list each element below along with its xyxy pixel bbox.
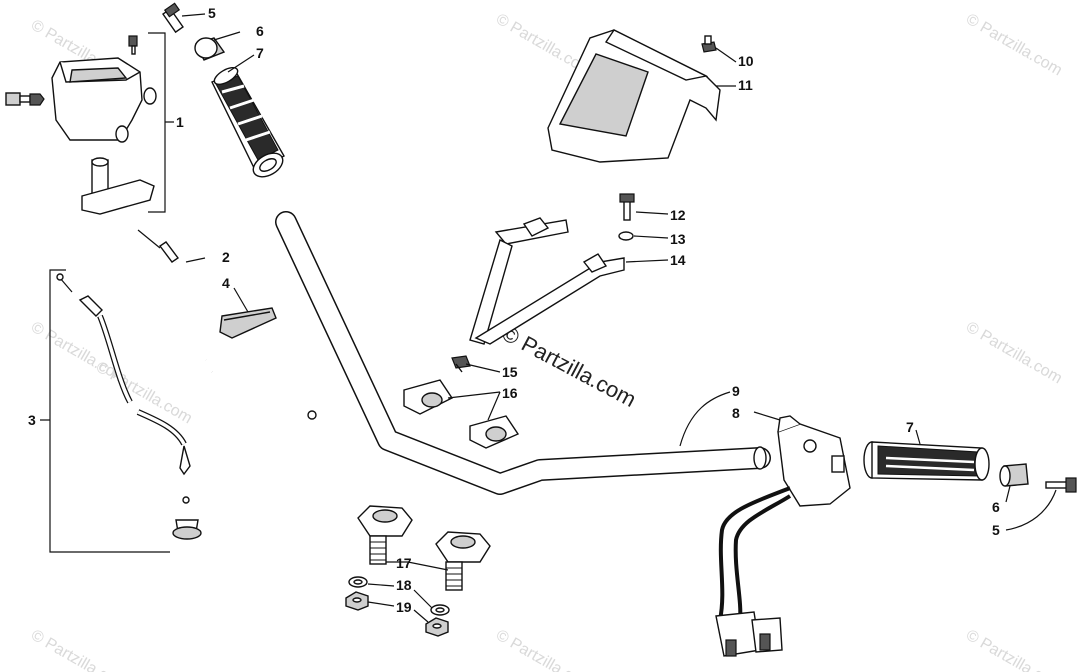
upper-clamp-part [403, 379, 520, 449]
end-screw-right [1045, 477, 1077, 493]
hand-grip-top [211, 66, 285, 178]
leader-6a [213, 31, 241, 41]
label-3: 3 [28, 412, 36, 428]
leader-15 [465, 363, 501, 373]
label-1: 1 [176, 114, 184, 130]
retainer-part [451, 355, 471, 373]
brake-cable-part [56, 273, 202, 540]
bracket-3 [40, 269, 170, 553]
label-11: 11 [738, 77, 753, 93]
washer-part [348, 576, 450, 616]
nut-part [345, 591, 449, 637]
end-screw-top [162, 2, 184, 34]
label-7a: 7 [256, 45, 264, 61]
label-6b: 6 [992, 499, 1000, 515]
label-19: 19 [396, 599, 412, 615]
watermark-mid-right: © Partzilla.com [963, 319, 1065, 388]
label-9: 9 [732, 383, 740, 399]
leader-8 [753, 411, 781, 421]
leader-13 [633, 235, 669, 239]
leader-7a [227, 54, 255, 73]
bracket-1 [148, 32, 174, 213]
leader-4 [233, 287, 249, 313]
leader-5a [181, 13, 206, 17]
leader-14 [625, 259, 669, 263]
handlebar-pod-part [547, 29, 721, 163]
leader-6b [1005, 485, 1011, 503]
leader-7b [915, 429, 921, 445]
label-16: 16 [502, 385, 518, 401]
label-6a: 6 [256, 23, 264, 39]
leader-10 [715, 47, 737, 63]
leader-18 [367, 583, 433, 609]
bar-end-cap-top [194, 37, 226, 61]
watermark-center: © Partzilla.com [498, 320, 641, 412]
bar-end-cap-right [999, 463, 1029, 487]
watermark-group: © Partzilla.com © Partzilla.com © Partzi… [28, 11, 1065, 672]
label-10: 10 [738, 53, 754, 69]
throttle-cable-part [137, 229, 317, 420]
label-12: 12 [670, 207, 686, 223]
watermark-bottom-right: © Partzilla.com [963, 627, 1065, 672]
label-7b: 7 [906, 419, 914, 435]
label-18: 18 [396, 577, 412, 593]
throttle-housing-part [5, 35, 157, 215]
leader-19 [367, 601, 429, 623]
leader-5b [1005, 489, 1057, 531]
label-2: 2 [222, 249, 230, 265]
pod-screw-part [701, 35, 717, 53]
label-17: 17 [396, 555, 412, 571]
label-8: 8 [732, 405, 740, 421]
label-14: 14 [670, 252, 686, 268]
pod-bracket-part [469, 193, 635, 345]
label-13: 13 [670, 231, 686, 247]
watermark-bottom-center: © Partzilla.com [493, 627, 595, 672]
leader-16 [447, 391, 501, 421]
leader-17 [386, 561, 449, 571]
switch-housing-part [715, 415, 851, 657]
label-5b: 5 [992, 522, 1000, 538]
label-4: 4 [222, 275, 230, 291]
cable-strap-part [219, 307, 277, 339]
leader-9 [679, 391, 731, 447]
handlebar-part [275, 211, 771, 495]
watermark-top-right: © Partzilla.com [963, 11, 1065, 80]
lower-clamp-part [357, 505, 491, 591]
label-5a: 5 [208, 5, 216, 21]
leader-2 [185, 257, 206, 263]
hand-grip-right [863, 441, 990, 481]
watermark-bottom-left: © Partzilla.com [28, 627, 130, 672]
leader-12 [635, 211, 669, 215]
label-15: 15 [502, 364, 518, 380]
